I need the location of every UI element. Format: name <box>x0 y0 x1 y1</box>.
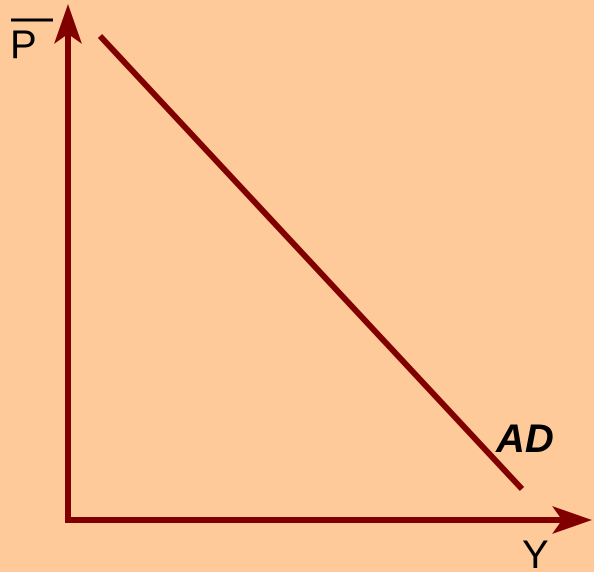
ad-curve <box>97 33 525 492</box>
y-axis-label: P <box>10 23 37 67</box>
x-axis-label: Y <box>522 533 549 572</box>
x-axis-arrowhead <box>552 506 592 534</box>
ad-curve-label: AD <box>495 417 554 461</box>
y-axis-arrowhead <box>54 4 82 44</box>
